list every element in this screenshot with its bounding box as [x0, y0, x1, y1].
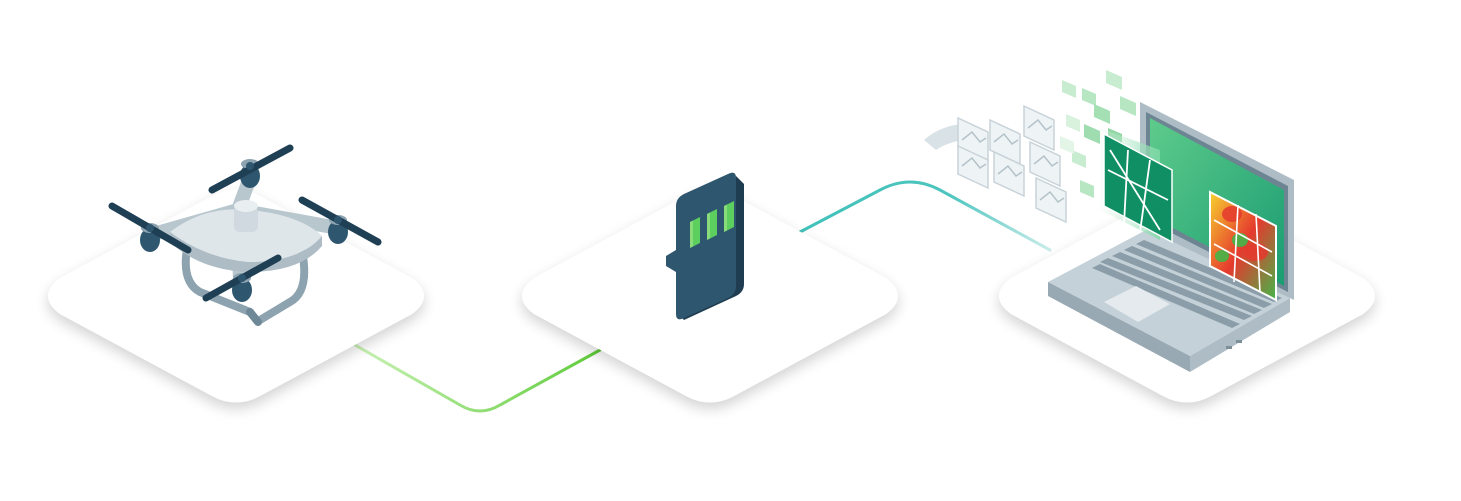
connector-drone-to-card — [353, 343, 602, 413]
laptop-icon — [1048, 102, 1294, 372]
sd-card-icon — [666, 172, 744, 320]
drone-icon — [108, 144, 382, 326]
connector-card-to-laptop — [798, 180, 1052, 252]
